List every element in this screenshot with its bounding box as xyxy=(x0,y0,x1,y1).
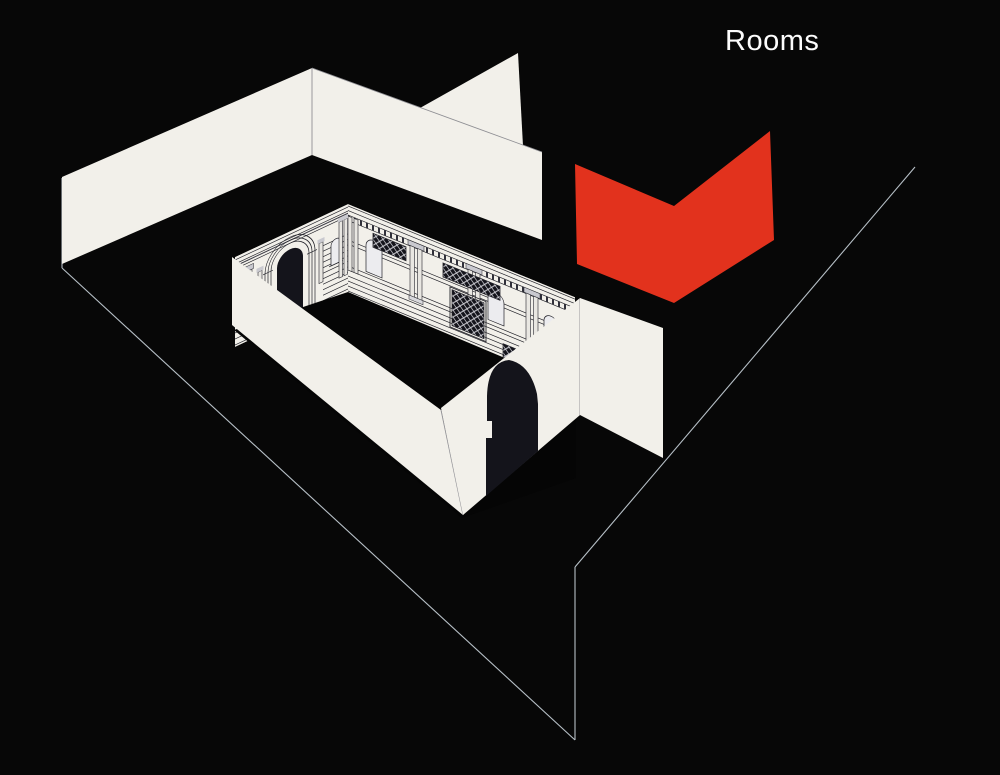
corner-pilaster-a xyxy=(348,215,353,273)
frieze-lattice-panel-2 xyxy=(442,262,501,301)
outer-wall-long-left xyxy=(62,68,312,264)
floor-edge-right-diagonal xyxy=(574,166,916,568)
room-wall-front-right xyxy=(580,298,663,458)
corner-column-b xyxy=(343,217,348,277)
facade-right-dentils xyxy=(348,215,575,314)
arch-spring-line xyxy=(263,249,317,276)
arch-ring-inner xyxy=(270,240,310,331)
room-wall-front-left xyxy=(232,257,463,515)
arch-column-right xyxy=(318,241,324,285)
frieze-lattice-panel-1 xyxy=(372,232,407,262)
arch-opening xyxy=(486,360,538,496)
arch-ring-middle xyxy=(267,237,313,332)
arch-capital-left xyxy=(256,265,264,273)
facade-right-entablature xyxy=(348,205,575,314)
facade-right-string-courses xyxy=(348,239,575,364)
wall-seam-top-edge xyxy=(311,67,543,153)
corner-pilaster-b xyxy=(353,218,359,275)
red-chevron-wall xyxy=(575,131,774,303)
title-label: Rooms xyxy=(725,25,819,57)
corner-capital xyxy=(338,213,348,223)
lattice-window-frame xyxy=(449,286,487,343)
outer-wall-long-right xyxy=(312,68,542,240)
arch-capital-right xyxy=(317,237,325,245)
lattice-window xyxy=(451,289,485,340)
room-wall-seam xyxy=(440,409,464,516)
floor-edge-left-diagonal xyxy=(61,267,576,741)
corner-column-a xyxy=(338,220,343,279)
facade-back-right xyxy=(348,204,575,391)
arch-ring-outer xyxy=(264,234,316,334)
